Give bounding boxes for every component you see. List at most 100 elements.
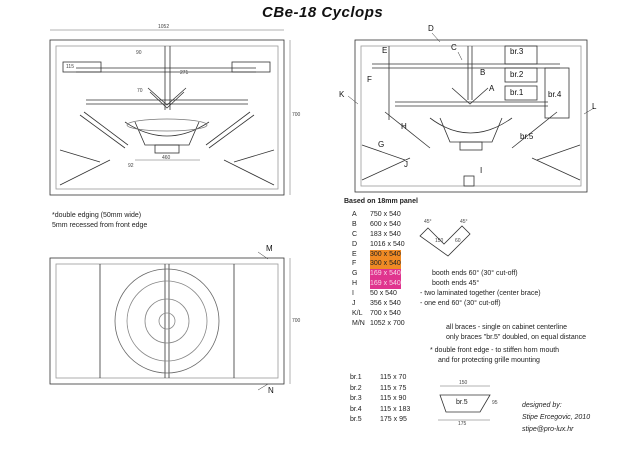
panel-key: H [352, 280, 358, 288]
brace-key: br.5 [350, 416, 362, 423]
brace-row: br.3 115 x 90 [344, 394, 464, 405]
panel-key: K/L [352, 309, 363, 317]
brace-note-1: all braces - single on cabinet centerlin… [446, 324, 568, 331]
panel-size: 750 x 540 [370, 211, 401, 218]
brace-detail-side: 95 [492, 400, 498, 406]
label-D: D [428, 24, 434, 33]
dim-92: 92 [128, 163, 134, 169]
panel-size: 169 x 540 [370, 269, 401, 280]
panel-size: 300 x 540 [370, 259, 401, 270]
panel-note: - one end 60° (30° cut-off) [420, 300, 501, 308]
panel-row: J 356 x 540 - one end 60° (30° cut-off) [344, 299, 634, 309]
dim-460: 460 [162, 155, 171, 161]
brace-size: 175 x 95 [380, 416, 407, 423]
panel-size: 1052 x 700 [370, 319, 405, 327]
front-height-dim: 700 [292, 112, 301, 118]
panel-size: 600 x 540 [370, 220, 401, 228]
panel-key: B [352, 220, 357, 228]
brace-key: br.3 [350, 395, 362, 402]
panel-row: B 600 x 540 [344, 220, 634, 230]
label-G: G [378, 140, 385, 149]
label-A: A [489, 84, 495, 93]
label-B: B [480, 68, 486, 77]
brace-list: br.1 115 x 70 br.2 115 x 75 br.3 115 x 90 br.4… [344, 373, 464, 426]
panel-row: D 1016 x 540 [344, 240, 634, 250]
panel-row: C 183 x 540 [344, 230, 634, 240]
panel-row: A 750 x 540 [344, 210, 634, 220]
label-E: E [382, 46, 388, 55]
panel-key: M/N [352, 319, 365, 327]
panel-key: A [352, 211, 357, 218]
angle-detail-drawing [419, 225, 471, 257]
page-title: CBe-18 Cyclops [262, 4, 384, 21]
panel-size: 700 x 540 [370, 309, 401, 317]
brace-row: br.4 115 x 183 [344, 405, 464, 416]
label-F: F [367, 75, 372, 84]
brace-key: br.2 [350, 384, 362, 392]
brace-row: br.5 175 x 95 [344, 415, 464, 426]
brace-key: br.1 [350, 374, 362, 381]
panel-key: J [352, 300, 356, 308]
panel-key: D [352, 240, 358, 248]
panel-row: E 300 x 540 [344, 249, 634, 260]
brace-key: br.4 [350, 405, 362, 413]
brace-note-3: * double front edge - to stiffen horn mo… [430, 347, 560, 354]
label-M: M [266, 244, 273, 253]
panel-row: F 300 x 540 [344, 259, 634, 270]
label-H: H [401, 122, 407, 131]
brace-row: br.2 115 x 75 [344, 384, 464, 395]
panel-size: 1016 x 540 [370, 240, 405, 248]
brace-size: 115 x 183 [380, 405, 411, 413]
edging-note-line1: *double edging (50mm wide) [52, 212, 142, 219]
panel-key: C [352, 230, 358, 238]
bottom-height-dim: 700 [292, 318, 301, 324]
panel-key: G [352, 270, 358, 278]
label-br1: br.1 [510, 88, 524, 97]
label-L: L [592, 102, 597, 111]
label-br2: br.2 [510, 70, 524, 79]
angle-right: 45° [460, 219, 468, 225]
panel-row: H 169 x 540 booth ends 45° [344, 279, 634, 290]
brace-note-2: only braces "br.5" doubled, on equal dis… [446, 334, 587, 341]
dim-271: 271 [180, 70, 189, 76]
dim-70: 70 [137, 88, 143, 94]
bottom-view-drawing [49, 251, 291, 391]
dim-115: 115 [66, 64, 74, 70]
brace-detail-drawing [438, 385, 491, 421]
label-J: J [404, 160, 408, 169]
panel-size: 300 x 540 [370, 249, 401, 260]
panel-key: F [352, 260, 357, 268]
panel-header: Based on 18mm panel [344, 198, 418, 205]
brace-detail-top: 150 [459, 380, 468, 386]
panel-row: M/N 1052 x 700 [344, 319, 634, 329]
panel-size: 183 x 540 [370, 230, 401, 238]
brace-size: 115 x 70 [380, 374, 407, 381]
label-br4: br.4 [548, 90, 562, 99]
credits-line3: stipe@pro-lux.hr [522, 426, 574, 433]
brace-detail-bottom: 175 [458, 421, 467, 427]
label-br3: br.3 [510, 47, 524, 56]
panel-size: 50 x 540 [370, 290, 397, 298]
credits-line1: designed by: [522, 402, 562, 409]
angle-left: 45° [424, 219, 432, 225]
angle-dim-150: 150 [435, 238, 444, 244]
brace-size: 115 x 75 [380, 384, 407, 392]
panel-key: E [352, 250, 357, 258]
brace-note-4: and for protecting grille mounting [438, 357, 540, 364]
panel-size: 169 x 540 [370, 279, 401, 290]
side-view-drawing [347, 32, 595, 193]
panel-size: 356 x 540 [370, 300, 401, 308]
panel-row: K/L 700 x 540 [344, 309, 634, 319]
panel-note: booth ends 45° [432, 280, 480, 288]
angle-dim-60: 60 [455, 238, 461, 244]
label-br5: br.5 [520, 132, 534, 141]
brace-size: 115 x 90 [380, 395, 407, 402]
front-width-dim: 1052 [158, 24, 170, 30]
brace-detail-label: br.5 [456, 399, 468, 406]
edging-note-line2: 5mm recessed from front edge [52, 222, 148, 229]
label-N: N [268, 386, 274, 395]
brace-row: br.1 115 x 70 [344, 373, 464, 384]
